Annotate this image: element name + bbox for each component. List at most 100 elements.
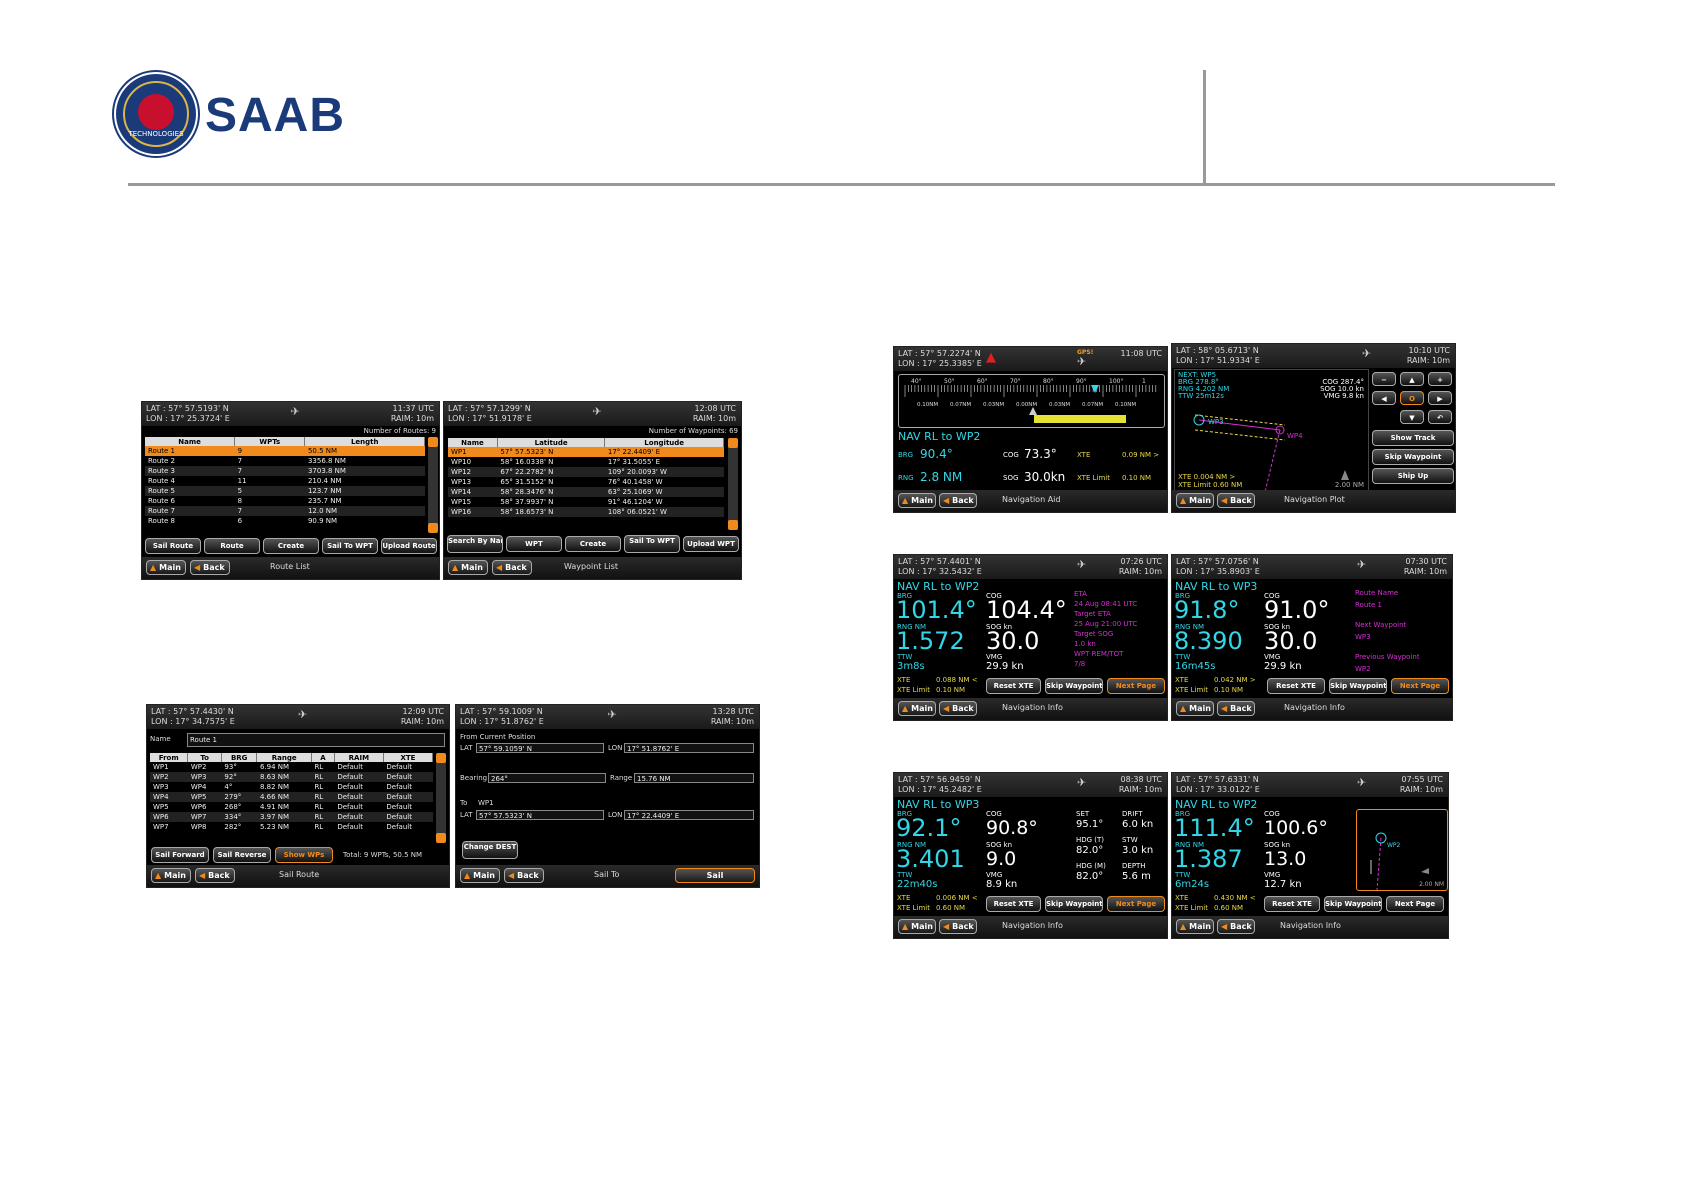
col-header[interactable]: Name [448, 438, 498, 447]
col-header[interactable]: Name [145, 437, 236, 446]
col-header[interactable]: XTE [383, 753, 434, 762]
scroll-down-icon[interactable] [428, 523, 438, 533]
sail-route-button[interactable]: Sail Route [145, 538, 201, 554]
pan-right-button[interactable]: ▶ [1428, 391, 1452, 405]
back-button[interactable]: ◀Back [939, 493, 977, 508]
upload-route-button[interactable]: Upload Route [381, 538, 437, 554]
col-header[interactable]: Longitude [604, 438, 724, 447]
ship-up-button[interactable]: Ship Up [1372, 468, 1454, 484]
wpt-button[interactable]: WPT [506, 536, 562, 552]
next-page-button[interactable]: Next Page [1391, 678, 1449, 694]
chart-plot-area[interactable]: NEXT: WP5 BRG 278.8° RNG 4.202 NM TTW 25… [1174, 369, 1369, 493]
main-button[interactable]: ▲Main [1176, 919, 1214, 934]
skip-waypoint-button[interactable]: Skip Waypoint [1045, 896, 1103, 912]
to-lon-field[interactable]: 17° 22.4409' E [624, 810, 754, 820]
from-lat-field[interactable]: 57° 59.1059' N [476, 743, 604, 753]
to-lat-field[interactable]: 57° 57.5323' N [476, 810, 604, 820]
col-header[interactable]: BRG [221, 753, 258, 762]
scrollbar[interactable] [436, 753, 446, 843]
sail-to-wpt-button[interactable]: Sail To WPT [624, 535, 680, 553]
back-button[interactable]: ◀Back [492, 560, 532, 575]
center-button[interactable]: O [1400, 391, 1424, 405]
skip-waypoint-button[interactable]: Skip Waypoint [1045, 678, 1103, 694]
route-button[interactable]: Route [204, 538, 260, 554]
back-button[interactable]: ◀Back [1217, 493, 1255, 508]
main-button[interactable]: ▲Main [448, 560, 488, 575]
back-button[interactable]: ◀Back [190, 560, 230, 575]
main-button[interactable]: ▲Main [898, 919, 936, 934]
from-lon-field[interactable]: 17° 51.8762' E [624, 743, 754, 753]
col-header[interactable]: RAIM [334, 753, 384, 762]
reset-xte-button[interactable]: Reset XTE [1267, 678, 1325, 694]
undo-button[interactable]: ↶ [1428, 410, 1452, 424]
col-header[interactable]: From [150, 753, 189, 762]
back-button[interactable]: ◀Back [504, 868, 544, 883]
main-button[interactable]: ▲Main [146, 560, 186, 575]
col-header[interactable]: Length [304, 437, 425, 446]
main-button[interactable]: ▲Main [1176, 493, 1214, 508]
upload-wpt-button[interactable]: Upload WPT [683, 536, 739, 552]
next-page-button[interactable]: Next Page [1386, 896, 1444, 912]
main-button[interactable]: ▲Main [1176, 701, 1214, 716]
gps-alert[interactable]: GPS! [1077, 349, 1094, 356]
col-header[interactable]: WPTs [234, 437, 306, 446]
main-button[interactable]: ▲Main [460, 868, 500, 883]
back-button[interactable]: ◀Back [195, 868, 235, 883]
scroll-up-icon[interactable] [728, 438, 738, 448]
change-dest-button[interactable]: Change DEST [462, 841, 518, 859]
zoom-out-button[interactable]: − [1372, 372, 1396, 386]
sail-to-wpt-button[interactable]: Sail To WPT [322, 538, 378, 554]
main-button[interactable]: ▲Main [898, 701, 936, 716]
scroll-up-icon[interactable] [428, 437, 438, 447]
create-button[interactable]: Create [565, 536, 621, 552]
col-header[interactable]: Range [256, 753, 312, 762]
create-button[interactable]: Create [263, 538, 319, 554]
sail-button[interactable]: Sail [675, 868, 755, 883]
back-button[interactable]: ◀Back [939, 919, 977, 934]
pan-down-button[interactable]: ▼ [1400, 410, 1424, 424]
sail-reverse-button[interactable]: Sail Reverse [213, 847, 271, 863]
mini-plot[interactable]: WP2 2.00 NM [1356, 809, 1448, 891]
scroll-down-icon[interactable] [436, 833, 446, 843]
scrollbar[interactable] [728, 438, 738, 530]
sail-forward-button[interactable]: Sail Forward [151, 847, 209, 863]
pan-up-button[interactable]: ▲ [1400, 372, 1424, 386]
skip-waypoint-button[interactable]: Skip Waypoint [1324, 896, 1382, 912]
back-button[interactable]: ◀Back [1217, 919, 1255, 934]
scroll-up-icon[interactable] [436, 753, 446, 763]
col-header[interactable]: To [187, 753, 222, 762]
next-page-button[interactable]: Next Page [1107, 896, 1165, 912]
skip-waypoint-button[interactable]: Skip Waypoint [1372, 449, 1454, 465]
reset-xte-button[interactable]: Reset XTE [986, 896, 1041, 912]
scrollbar[interactable] [428, 437, 438, 533]
back-button[interactable]: ◀Back [1217, 701, 1255, 716]
col-header[interactable]: Latitude [497, 438, 606, 447]
main-button[interactable]: ▲Main [151, 868, 191, 883]
route-name-field[interactable]: Route 1 [187, 733, 445, 747]
show-wps-button[interactable]: Show WPs [275, 847, 333, 863]
zoom-in-button[interactable]: + [1428, 372, 1452, 386]
reset-xte-button[interactable]: Reset XTE [1264, 896, 1320, 912]
